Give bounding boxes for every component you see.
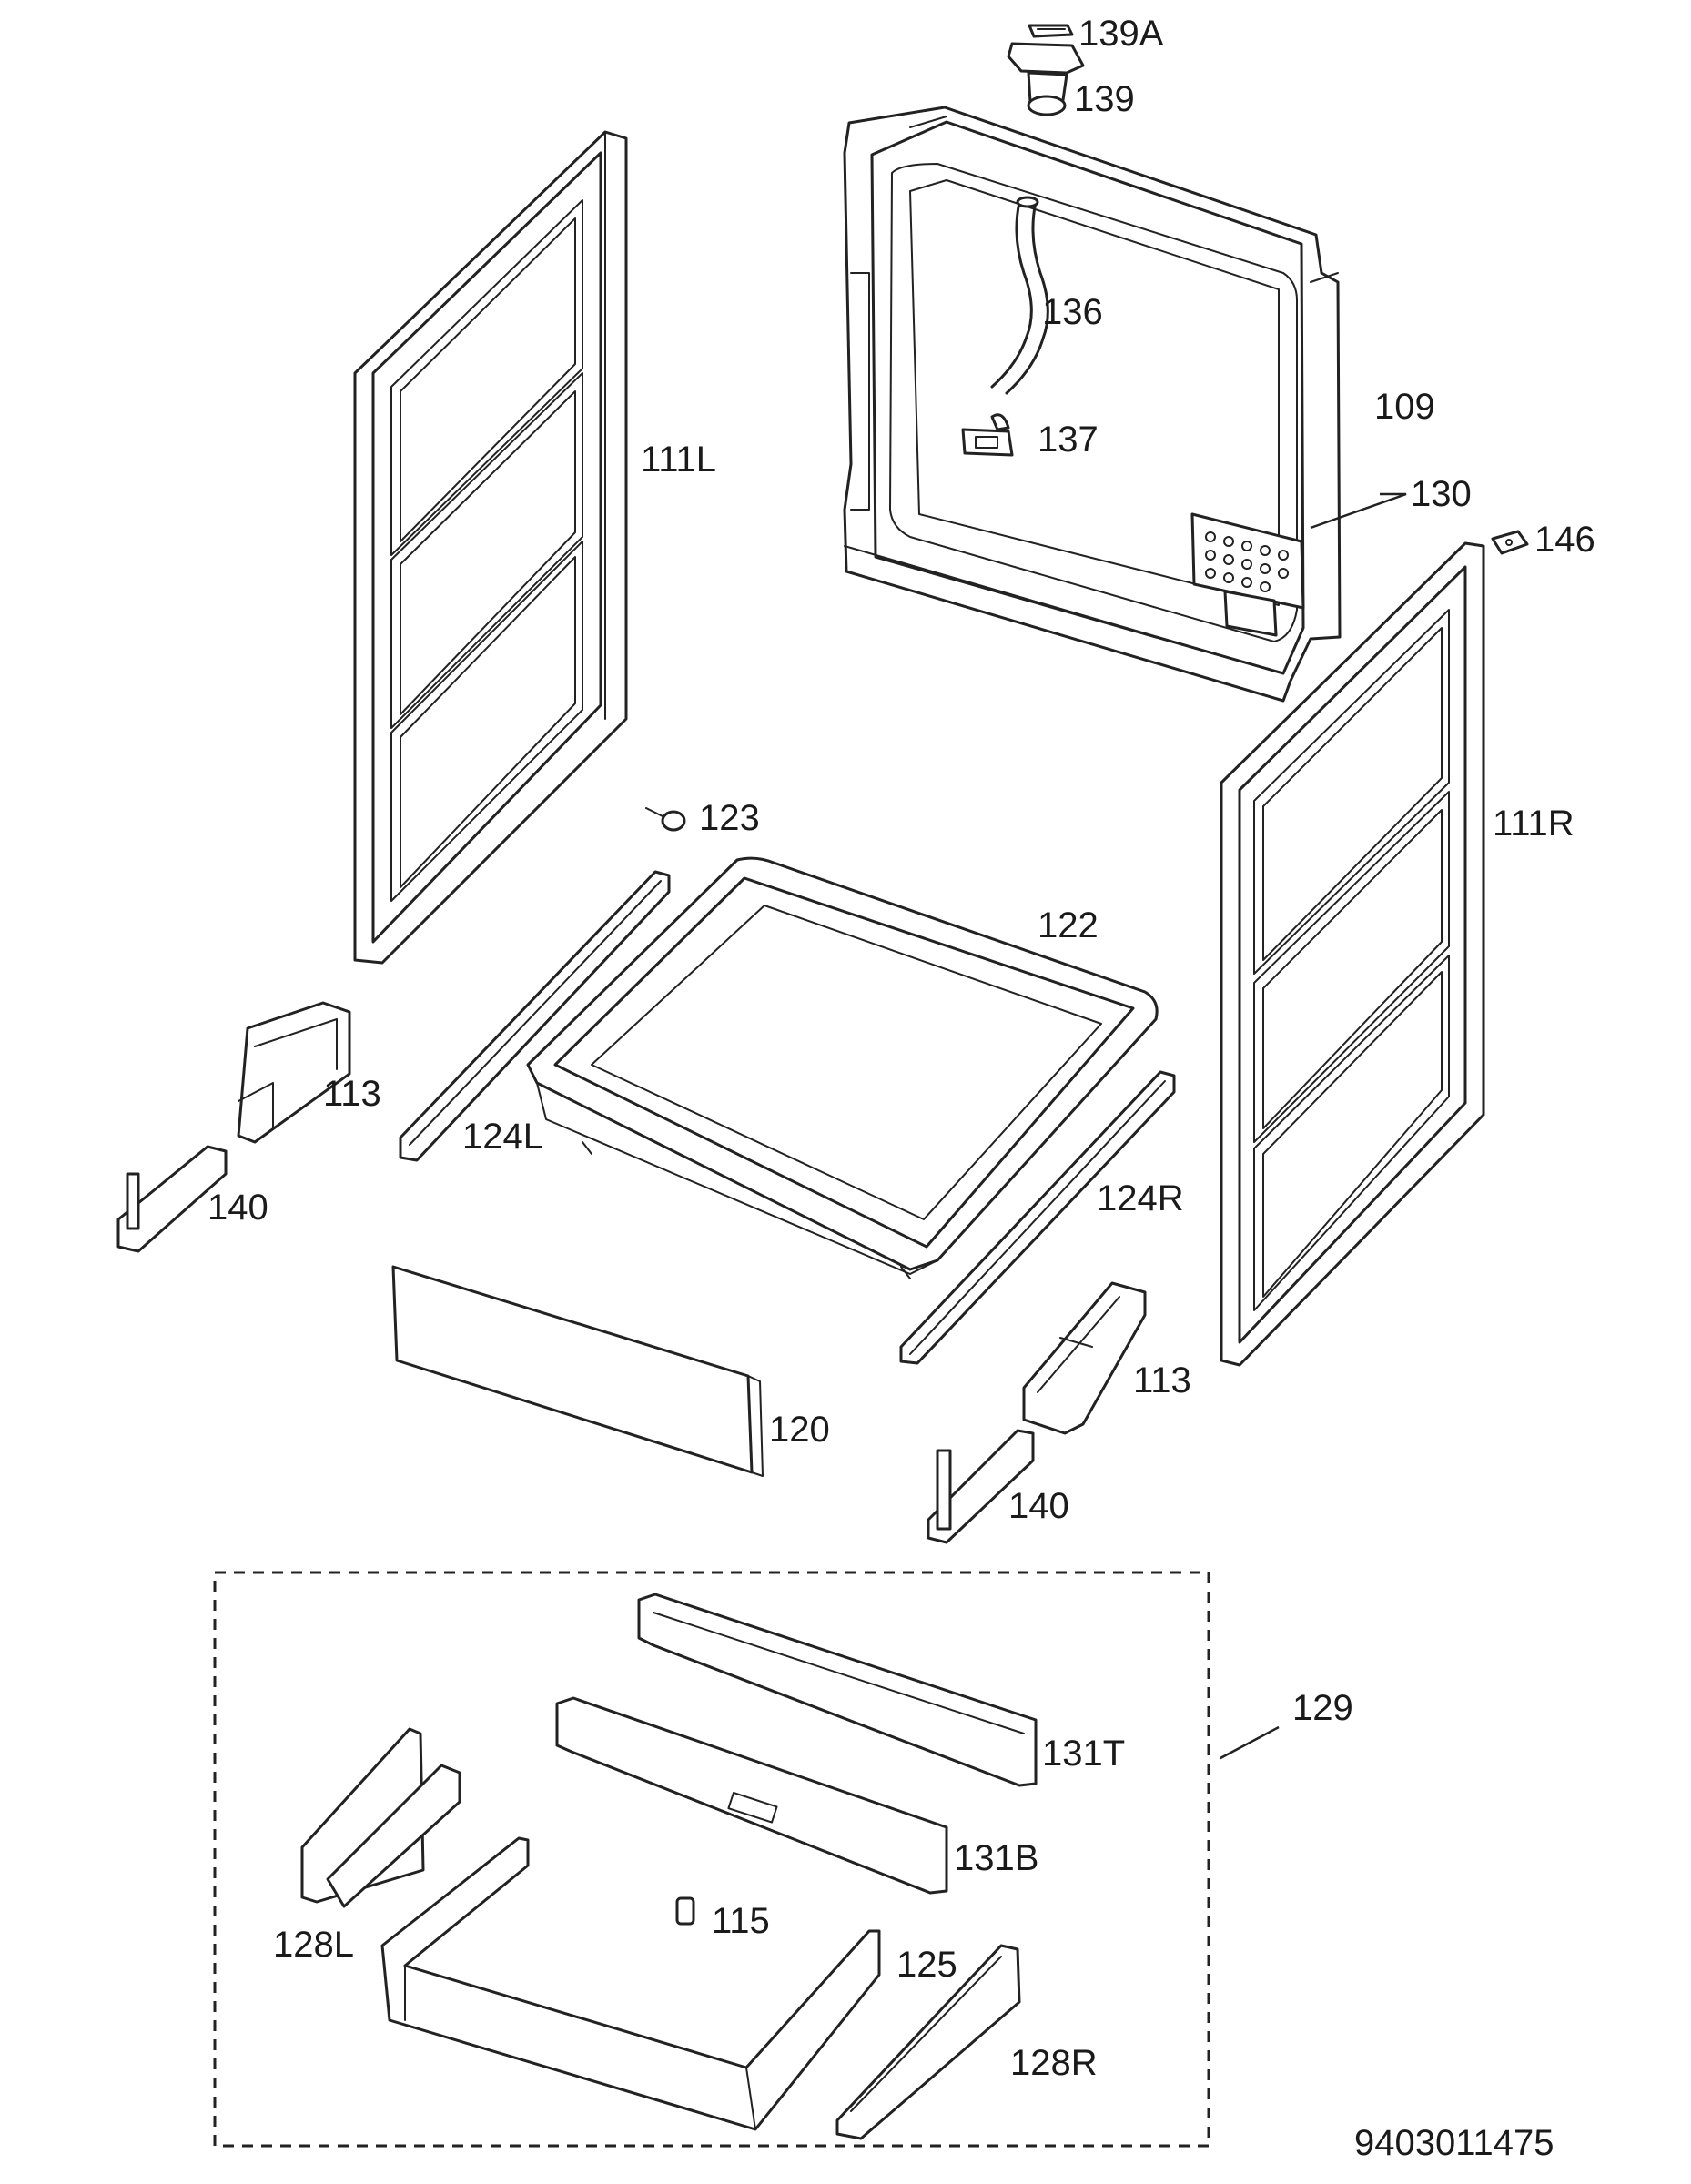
- label-139: 139: [1074, 79, 1135, 119]
- label-140-left: 140: [208, 1188, 268, 1228]
- label-113-right: 113: [1133, 1360, 1191, 1400]
- part-128R-right-slide: [835, 1944, 1021, 2140]
- label-123: 123: [699, 798, 760, 838]
- label-109: 109: [1374, 387, 1435, 427]
- label-136: 136: [1042, 292, 1103, 332]
- document-number: 9403011475: [1354, 2123, 1554, 2163]
- part-111L-left-side-panel: [353, 130, 628, 965]
- part-139A-vent-cap: [1028, 24, 1074, 38]
- label-113-left: 113: [323, 1074, 381, 1114]
- part-123-foot: [645, 807, 686, 832]
- part-139-vent-duct: [1007, 42, 1085, 116]
- part-131B-bottom-rail: [555, 1696, 948, 1895]
- part-124L-left-runner: [399, 870, 671, 1162]
- label-137: 137: [1038, 420, 1099, 460]
- part-113-hinge-bracket-left: [237, 1001, 351, 1144]
- part-140-hinge-left: [116, 1145, 228, 1253]
- label-115: 115: [712, 1901, 770, 1941]
- part-115-foot: [675, 1896, 695, 1926]
- part-113-hinge-bracket-right: [1022, 1281, 1147, 1435]
- label-131B: 131B: [954, 1838, 1038, 1878]
- part-131T-top-rail: [637, 1592, 1038, 1787]
- label-111R: 111R: [1493, 804, 1575, 844]
- label-129: 129: [1292, 1688, 1353, 1728]
- leader-130: [1310, 492, 1407, 530]
- label-111L: 111L: [641, 440, 716, 480]
- label-139A: 139A: [1078, 14, 1164, 54]
- label-128L: 128L: [273, 1925, 354, 1965]
- assembly-129-boundary: [213, 1571, 1210, 2148]
- label-125: 125: [896, 1945, 957, 1985]
- part-136-hose: [990, 196, 1049, 395]
- part-137-bracket: [961, 413, 1014, 457]
- label-120: 120: [769, 1410, 830, 1450]
- part-128L-left-slide: [300, 1727, 461, 1908]
- label-122: 122: [1038, 905, 1099, 945]
- part-124R-right-runner: [899, 1070, 1176, 1365]
- leader-129: [1219, 1725, 1280, 1760]
- label-128R: 128R: [1010, 2043, 1098, 2083]
- part-111R-right-side-panel: [1220, 541, 1485, 1367]
- label-131T: 131T: [1042, 1734, 1125, 1774]
- part-130-heat-shield: [1190, 512, 1305, 637]
- part-120-drawer-front: [391, 1265, 764, 1477]
- part-122-tray: [526, 856, 1159, 1279]
- part-146-clip: [1491, 530, 1529, 555]
- part-140-hinge-right: [927, 1429, 1035, 1544]
- part-125-base-frame: [380, 1836, 881, 2131]
- label-140-right: 140: [1008, 1486, 1069, 1526]
- label-130: 130: [1411, 474, 1472, 514]
- label-146: 146: [1534, 520, 1595, 560]
- label-124L: 124L: [462, 1117, 543, 1157]
- label-124R: 124R: [1097, 1178, 1184, 1218]
